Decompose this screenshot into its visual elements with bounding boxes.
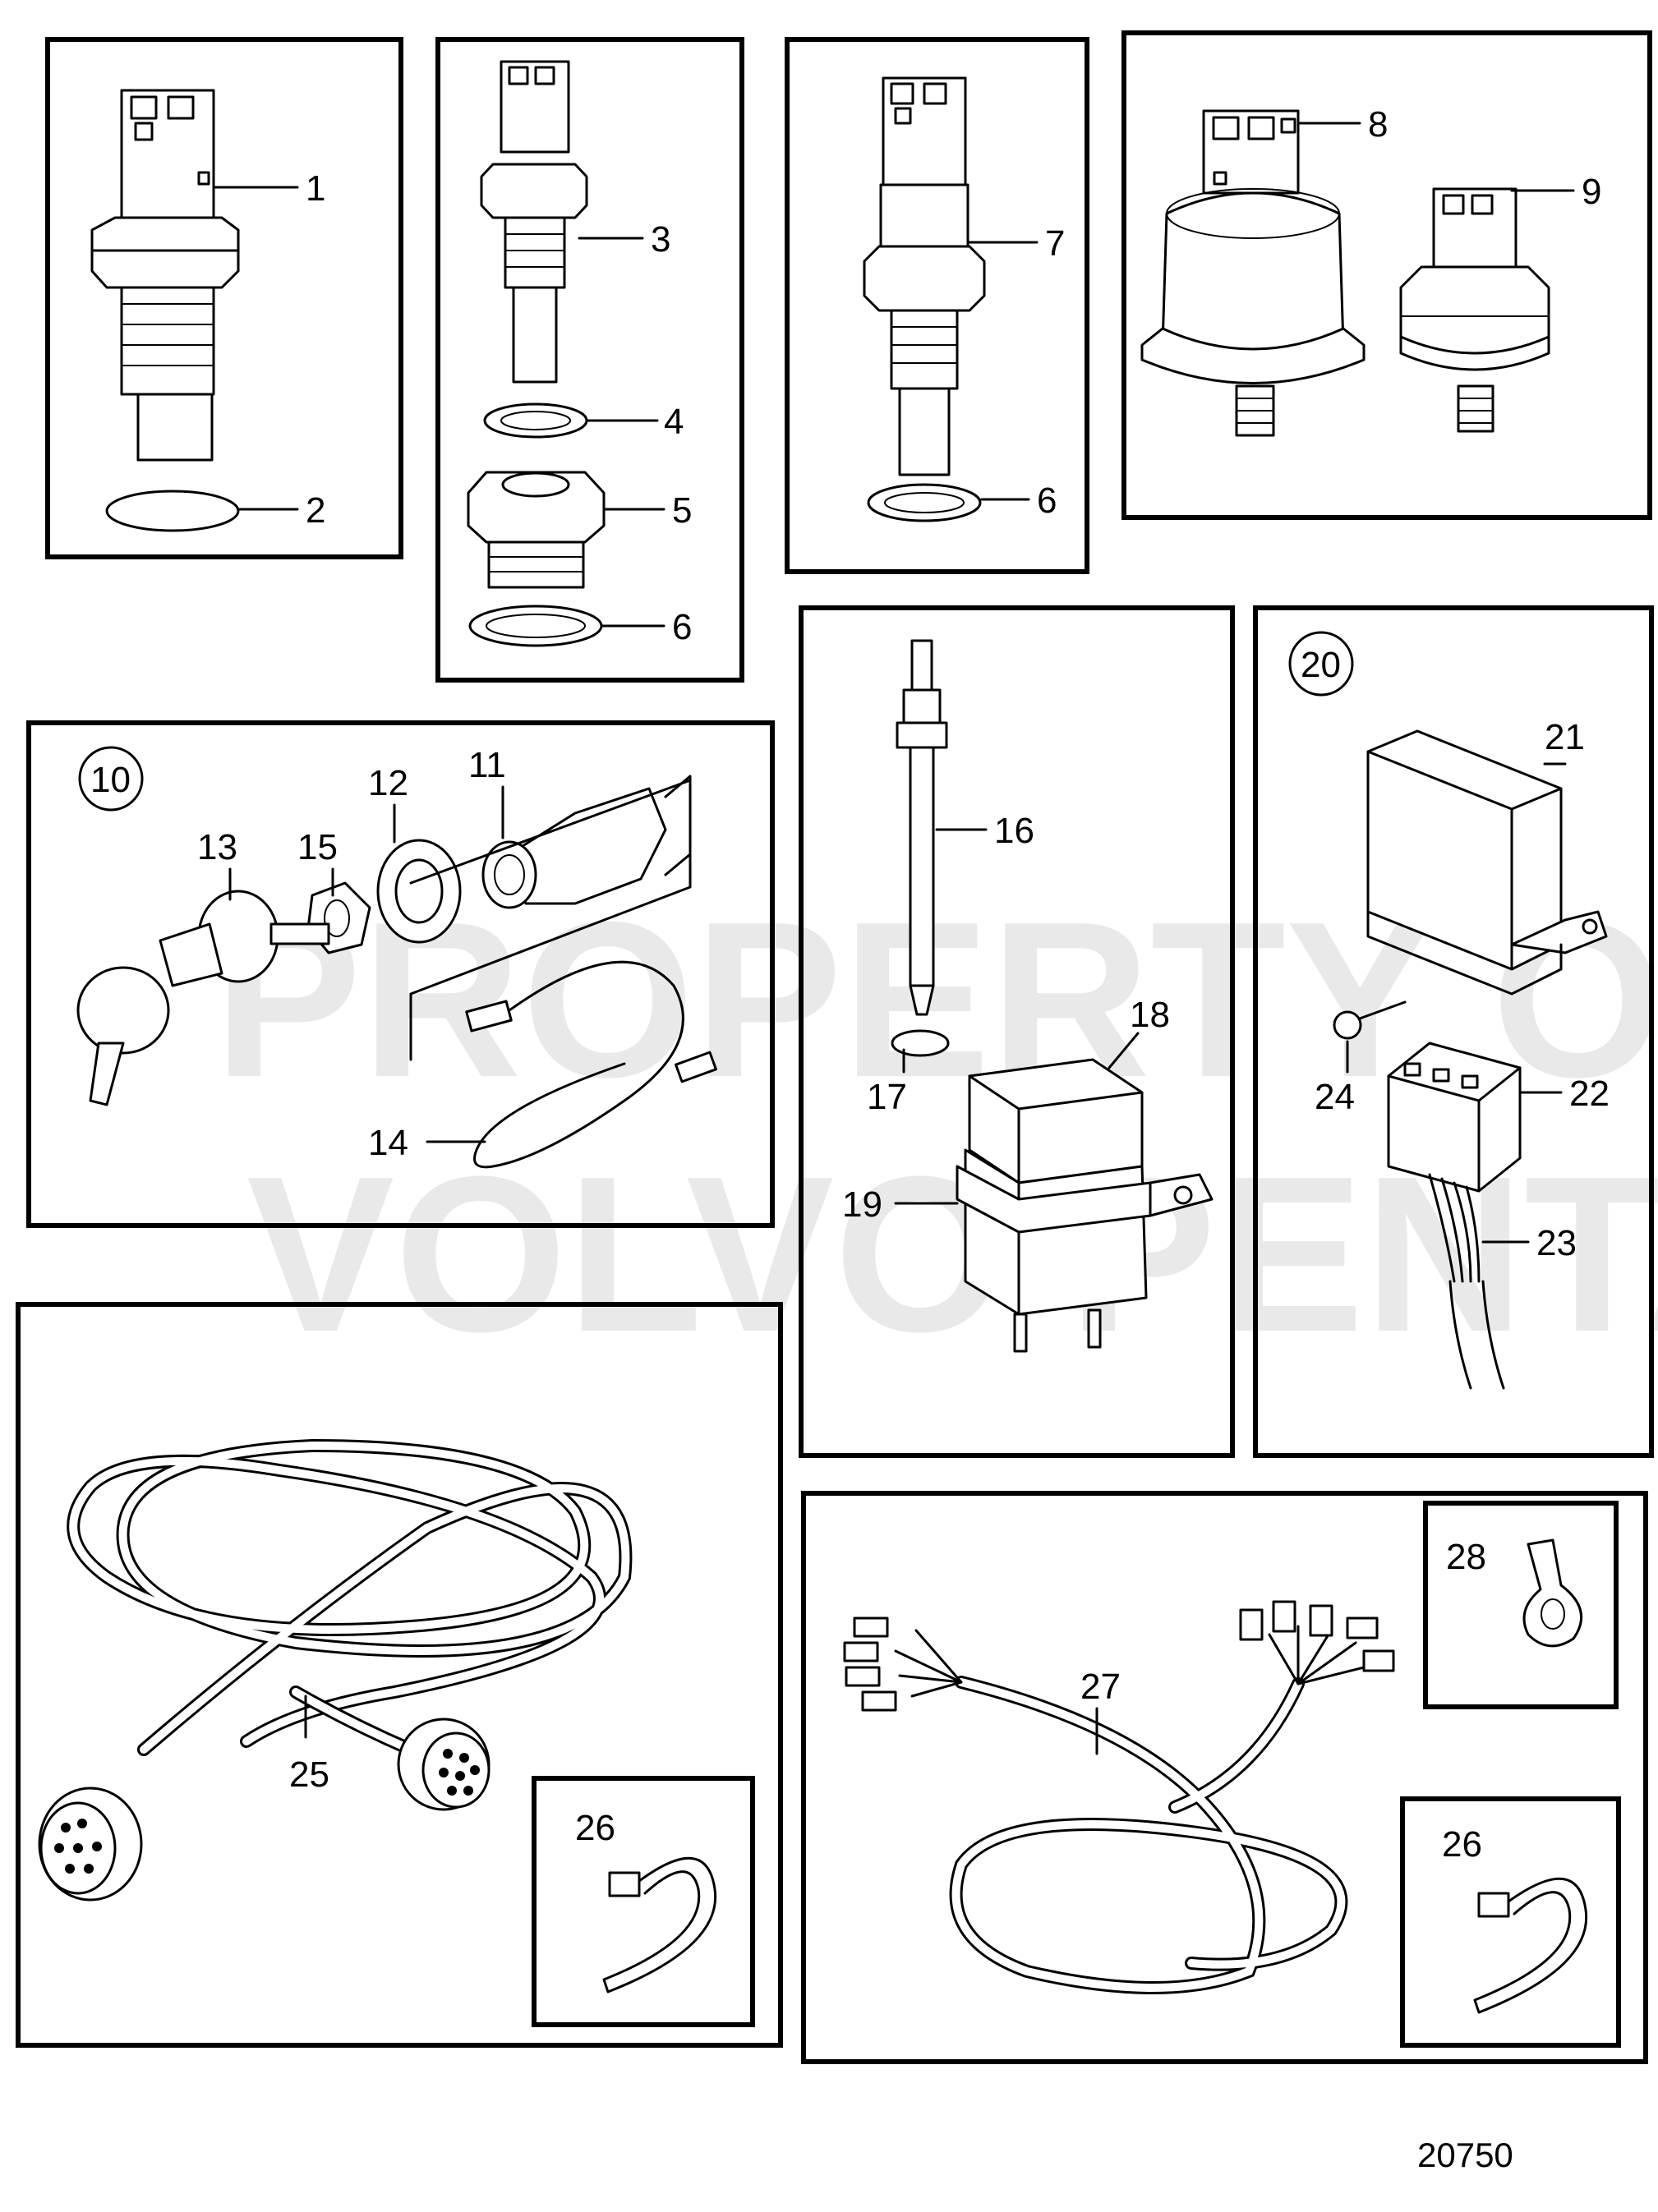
label-19: 19 <box>842 1184 882 1225</box>
label-18: 18 <box>1130 995 1170 1035</box>
cable-harness-27 <box>843 1600 1395 1994</box>
label-15: 15 <box>297 827 338 867</box>
label-2: 2 <box>306 490 325 531</box>
box-pressure-senders <box>1121 30 1652 520</box>
box-ignition-switch-kit <box>26 720 775 1228</box>
screw-24 <box>1333 1000 1407 1040</box>
inset-cable-strap-26-b <box>1400 1796 1621 2048</box>
o-ring-2 <box>105 490 240 532</box>
cable-23 <box>1428 1173 1505 1390</box>
oil-pressure-sender-8 <box>1140 109 1366 437</box>
label-14: 14 <box>368 1123 408 1163</box>
label-7: 7 <box>1045 223 1065 264</box>
label-3: 3 <box>651 219 670 260</box>
temperature-sensor-3 <box>480 60 588 384</box>
kit-callout-20 <box>1288 631 1354 697</box>
label-11: 11 <box>468 745 506 785</box>
washer-6-b <box>867 483 982 522</box>
box-control-unit-kit <box>1253 605 1654 1458</box>
label-23: 23 <box>1536 1223 1577 1263</box>
box-sensor-1 <box>45 37 403 559</box>
oil-pressure-switch-9 <box>1399 187 1550 433</box>
label-9: 9 <box>1582 172 1601 212</box>
washer-4 <box>483 402 588 439</box>
washer-17 <box>891 1029 950 1057</box>
ignition-switch-body-11 <box>481 775 692 909</box>
box-cable-harness-27 <box>801 1491 1648 2064</box>
control-unit-21 <box>1366 729 1608 996</box>
label-22: 22 <box>1569 1074 1610 1114</box>
box-sensor-3 <box>435 37 744 683</box>
label-21: 21 <box>1545 717 1585 757</box>
label-6-a: 6 <box>672 607 692 647</box>
box-sensor-7 <box>785 37 1089 574</box>
cable-clip-28 <box>1522 1538 1583 1648</box>
glow-plug-16 <box>896 639 948 1016</box>
drawing-number: 20750 <box>1417 2136 1513 2174</box>
temperature-sensor-7 <box>863 76 986 476</box>
cable-strap-26-b <box>1473 1877 1588 2014</box>
label-6-b: 6 <box>1037 481 1057 521</box>
label-8: 8 <box>1368 104 1388 145</box>
inset-cable-strap-26-a <box>532 1776 755 2027</box>
label-5: 5 <box>672 490 692 531</box>
label-17: 17 <box>867 1077 907 1117</box>
label-13: 13 <box>197 827 237 867</box>
adapter-5 <box>467 471 606 589</box>
washer-4-inner <box>500 411 571 430</box>
label-10: 10 <box>90 760 131 800</box>
wire-harness-14 <box>409 779 717 1169</box>
label-24: 24 <box>1315 1077 1355 1117</box>
label-1: 1 <box>306 168 325 209</box>
key-and-cylinder-13 <box>76 890 330 1106</box>
cable-harness-25 <box>67 1438 633 1756</box>
label-20: 20 <box>1301 645 1341 685</box>
cable-strap-26-a <box>602 1856 717 1994</box>
connector-22 <box>1387 1042 1522 1193</box>
label-26-b: 26 <box>1442 1824 1482 1865</box>
label-27: 27 <box>1080 1667 1121 1707</box>
label-4: 4 <box>664 402 684 442</box>
kit-callout-10 <box>78 746 144 812</box>
box-cable-harness-25 <box>16 1302 783 2048</box>
washer-6 <box>468 605 603 647</box>
inset-clip-28 <box>1423 1501 1619 1709</box>
label-25: 25 <box>289 1754 329 1795</box>
box-glow-plug-relay <box>799 605 1235 1458</box>
nut-12 <box>376 839 462 944</box>
label-26-a: 26 <box>575 1808 615 1848</box>
round-connector-right <box>397 1718 490 1811</box>
temperature-sensor-1 <box>90 89 240 462</box>
relay-bracket-19 <box>956 1165 1214 1234</box>
label-12: 12 <box>368 763 408 803</box>
label-28: 28 <box>1446 1537 1486 1577</box>
label-16: 16 <box>994 811 1034 851</box>
round-connector-left <box>38 1787 143 1902</box>
